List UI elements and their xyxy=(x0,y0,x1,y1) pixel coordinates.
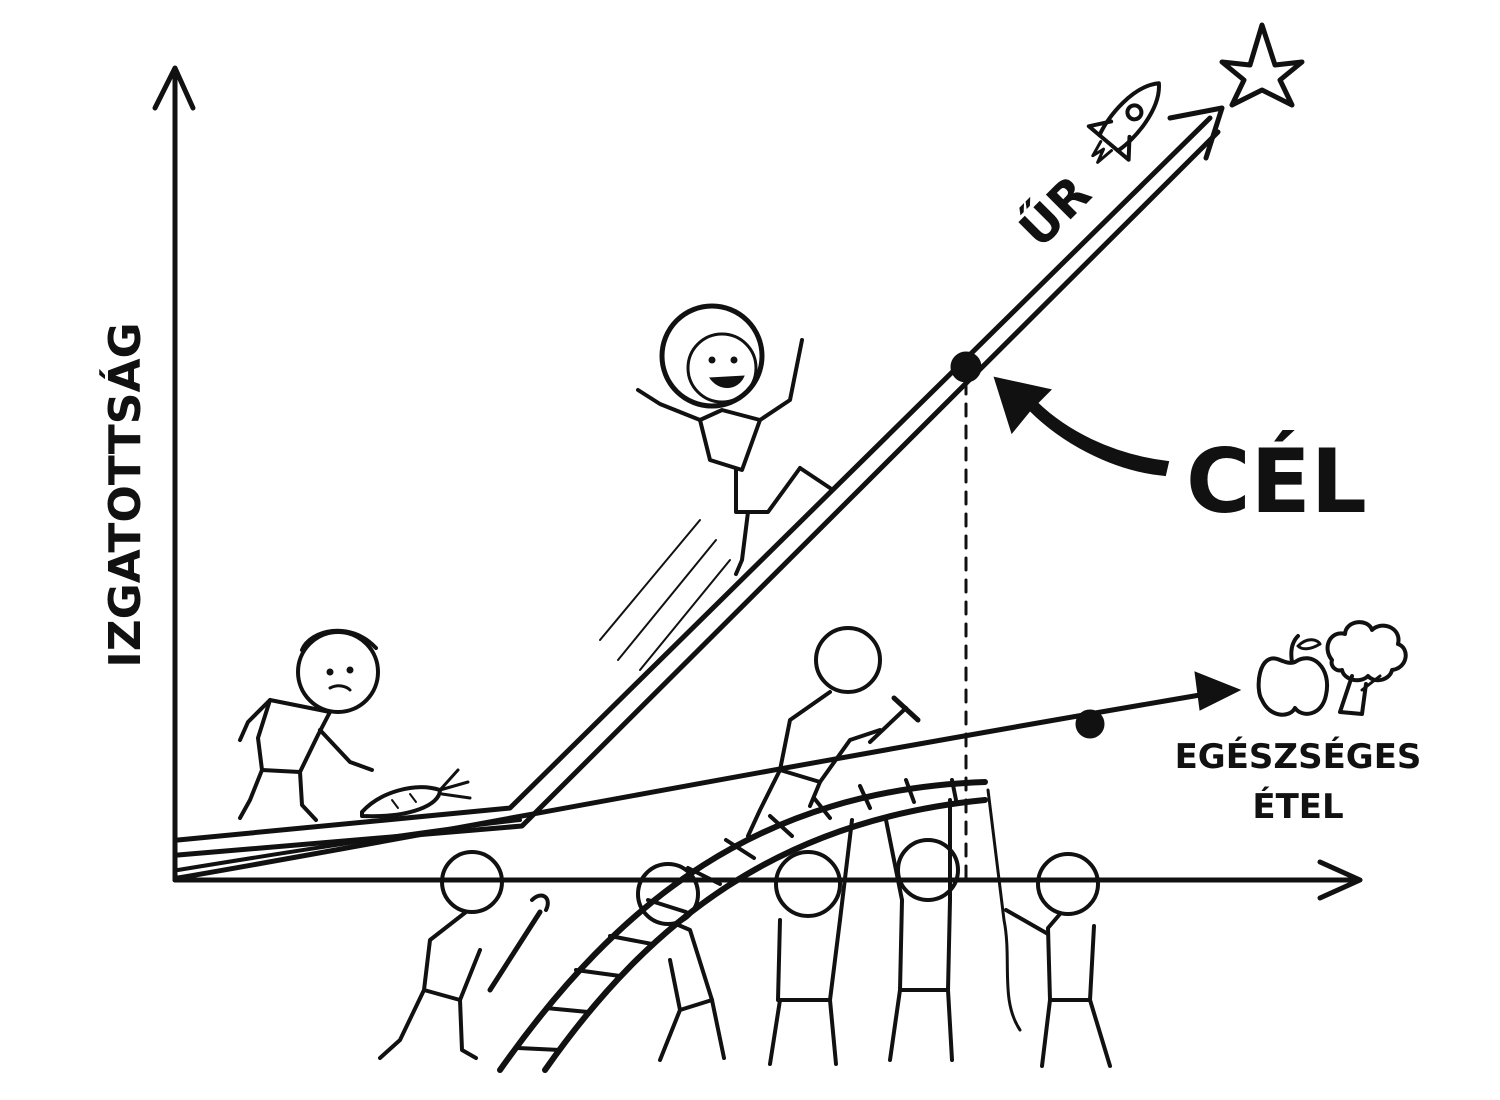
goal-marker: CÉL xyxy=(950,351,1367,882)
worker-4 xyxy=(884,798,960,1062)
hammer-worker-figure xyxy=(746,626,882,838)
worker-2 xyxy=(636,862,726,1062)
hammer-icon xyxy=(868,695,921,744)
worker-3 xyxy=(768,818,854,1066)
rocket-icon xyxy=(1086,81,1161,164)
healthy-food-label-line2: ÉTEL xyxy=(1252,786,1343,827)
wrench-icon xyxy=(487,893,550,993)
healthy-food-label-line1: EGÉSZSÉGES xyxy=(1175,736,1422,777)
ladder xyxy=(497,778,988,1073)
y-axis-arrowhead xyxy=(152,65,196,111)
sad-boy-figure xyxy=(238,628,380,822)
carrot-icon xyxy=(360,768,472,819)
space-path-line xyxy=(175,105,1225,858)
worker-1 xyxy=(378,850,504,1060)
axes xyxy=(152,65,1363,901)
x-axis-arrowhead xyxy=(1317,859,1363,901)
healthy-food-line xyxy=(175,671,1242,881)
space-label: ŰR xyxy=(1008,164,1102,258)
healthy-food-point xyxy=(1075,709,1105,739)
goal-point xyxy=(950,351,982,383)
goal-pointer-arrow xyxy=(993,376,1170,477)
astronaut-figure xyxy=(599,303,832,671)
sad-boy-head xyxy=(296,630,380,714)
workers-group xyxy=(378,788,1112,1068)
apple-icon xyxy=(1256,634,1330,717)
healthy-food-arrowhead xyxy=(1194,671,1242,711)
y-axis-label: IZGATOTTSÁG xyxy=(98,322,151,667)
astronaut-helmet xyxy=(659,303,765,409)
worker-5 xyxy=(986,788,1112,1068)
goal-label: CÉL xyxy=(1186,430,1367,533)
star-icon xyxy=(1219,22,1305,108)
space-path-arrowhead xyxy=(1167,105,1225,161)
broccoli-icon xyxy=(1325,620,1408,716)
